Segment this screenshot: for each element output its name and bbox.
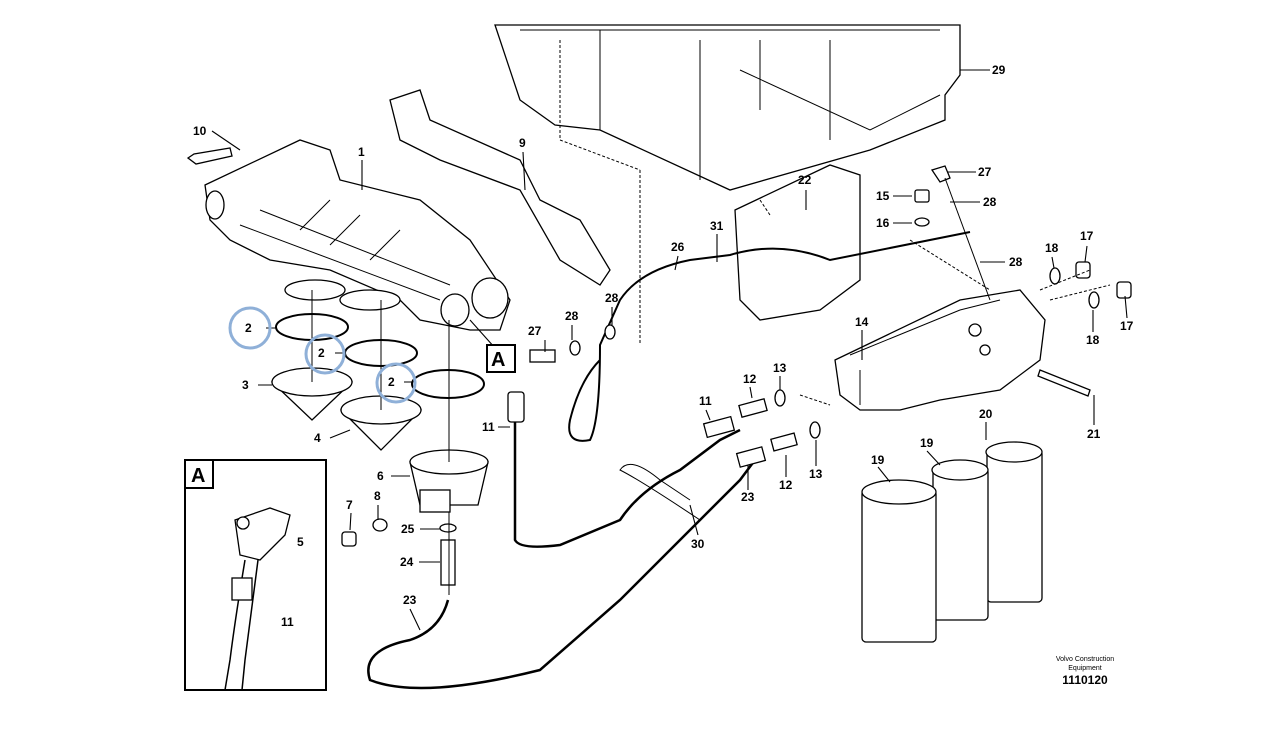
callout-22: 22 xyxy=(798,173,812,187)
callout-20: 20 xyxy=(979,407,993,421)
callout-28: 28 xyxy=(1009,255,1023,269)
callout-4: 4 xyxy=(314,431,321,445)
gasket xyxy=(389,89,611,286)
detail-marker-box xyxy=(486,344,516,373)
drawing-number: 1110120 xyxy=(1062,673,1108,687)
o-ring xyxy=(411,369,485,399)
callout-14: 14 xyxy=(855,315,869,329)
callout-19: 19 xyxy=(920,436,934,450)
callout-3: 3 xyxy=(242,378,249,392)
brand-subtitle: Equipment xyxy=(1068,665,1102,672)
callout-16: 16 xyxy=(876,216,890,230)
hose-23 xyxy=(367,459,756,690)
hose xyxy=(513,395,741,548)
strap-30 xyxy=(619,463,701,521)
oil-pan xyxy=(494,24,961,321)
callout-23: 23 xyxy=(741,490,755,504)
callout-27: 27 xyxy=(528,324,542,338)
callout-11: 11 xyxy=(281,615,294,629)
filter-head xyxy=(834,289,1046,411)
callout-23: 23 xyxy=(403,593,417,607)
callout-6: 6 xyxy=(377,469,384,483)
callout-2: 2 xyxy=(245,321,252,335)
callout-7: 7 xyxy=(346,498,353,512)
callout-21: 21 xyxy=(1087,427,1101,441)
callout-11: 11 xyxy=(482,420,495,434)
callout-2: 2 xyxy=(318,346,325,360)
callout-28: 28 xyxy=(605,291,619,305)
callout-15: 15 xyxy=(876,189,890,203)
callout-31: 31 xyxy=(710,219,724,233)
callout-18: 18 xyxy=(1086,333,1100,347)
oil-filter-housing xyxy=(204,139,511,331)
callout-27: 27 xyxy=(978,165,992,179)
callout-24: 24 xyxy=(400,555,414,569)
bolt xyxy=(186,147,233,165)
callout-8: 8 xyxy=(374,489,381,503)
callout-19: 19 xyxy=(871,453,885,467)
brand-block: Volvo Construction Equipment 1110120 xyxy=(1030,655,1140,687)
callout-13: 13 xyxy=(773,361,787,375)
callout-11: 11 xyxy=(699,394,712,408)
callout-9: 9 xyxy=(519,136,526,150)
callout-12: 12 xyxy=(779,478,793,492)
callout-5: 5 xyxy=(297,535,304,549)
callout-25: 25 xyxy=(401,522,415,536)
callout-2: 2 xyxy=(388,375,395,389)
callout-17: 17 xyxy=(1120,319,1134,333)
inset-marker: A xyxy=(191,465,205,487)
callout-12: 12 xyxy=(743,372,757,386)
callout-18: 18 xyxy=(1045,241,1059,255)
callout-30: 30 xyxy=(691,537,705,551)
detail-marker: A xyxy=(491,349,505,371)
callout-13: 13 xyxy=(809,467,823,481)
callout-28: 28 xyxy=(983,195,997,209)
brand-name: Volvo Construction xyxy=(1055,656,1115,663)
callout-1: 1 xyxy=(358,145,365,159)
tube-26 xyxy=(568,231,971,442)
highlight-circle xyxy=(375,362,417,404)
callout-26: 26 xyxy=(671,240,685,254)
oil-filter xyxy=(861,441,1043,643)
callout-28: 28 xyxy=(565,309,579,323)
highlight-circle xyxy=(304,333,346,375)
highlight-circle xyxy=(228,306,272,350)
callout-17: 17 xyxy=(1080,229,1094,243)
inset-detail-a: A xyxy=(184,459,327,691)
callout-29: 29 xyxy=(992,63,1006,77)
callout-10: 10 xyxy=(193,124,207,138)
